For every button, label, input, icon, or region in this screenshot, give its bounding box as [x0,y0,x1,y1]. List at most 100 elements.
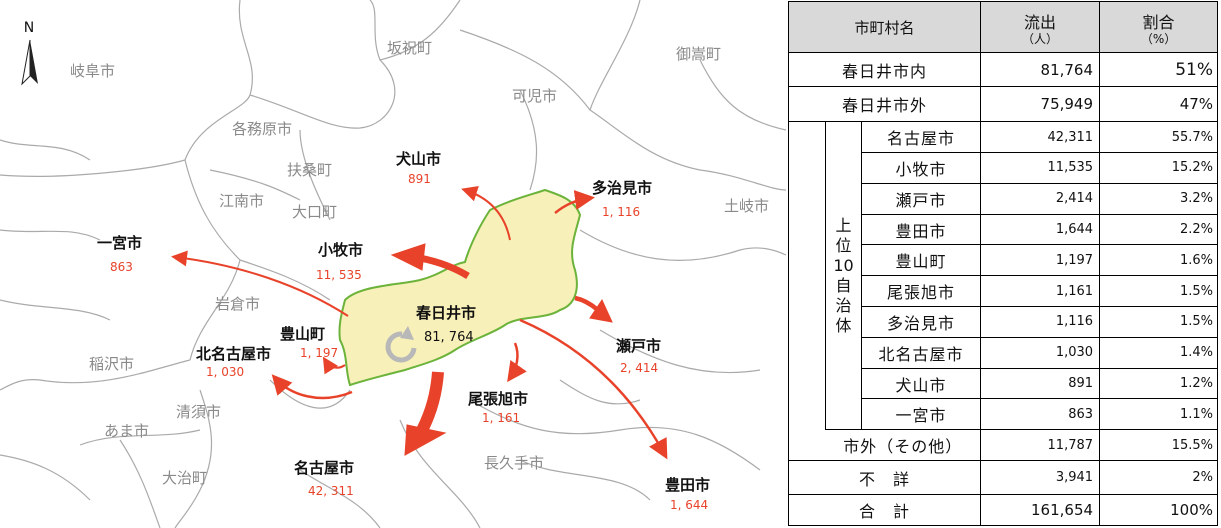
top10-name: 名古屋市 [860,121,982,153]
row-inside-name: 春日井市内 [787,52,982,88]
top10-name: 豊田市 [860,213,982,246]
row-inside-pct: 51% [1099,52,1219,88]
top10-value: 11,535 [980,151,1101,184]
dest-name-nagoya: 名古屋市 [294,459,354,477]
top10-pct: 1.1% [1099,398,1219,431]
label-ama: あま市 [104,422,149,440]
top10-name: 小牧市 [860,151,982,184]
dest-value-inuyama: 891 [408,172,431,186]
header-ratio: 割合 （%） [1099,0,1219,54]
label-kani: 可児市 [512,87,557,105]
table-row: 犬山市 891 1.2% [789,367,1219,400]
label-gifu: 岐阜市 [70,62,115,80]
top10-value: 863 [980,398,1101,431]
top10-label-char: 自 [835,275,852,295]
header-outflow: 流出 （人） [980,0,1101,54]
top10-name: 多治見市 [860,306,982,338]
top10-name: 北名古屋市 [860,336,982,369]
table-row-total: 合 計 161,654 100% [787,494,1219,526]
label-iwakura: 岩倉市 [215,295,260,313]
dest-value-nagoya: 42, 311 [308,484,354,498]
dest-name-seto: 瀬戸市 [616,337,661,355]
dest-name-toyota: 豊田市 [665,476,710,494]
top10-label-char: 体 [835,315,852,335]
dest-name-inuyama: 犬山市 [396,150,441,168]
top10-pct: 1.2% [1099,367,1219,400]
top10-value: 1,197 [980,244,1101,277]
map-canvas: N 岐阜市 各務原市 坂祝町 可児市 御嵩町 扶桑町 江南市 大口町 土岐市 岩… [0,0,786,528]
dest-name-komaki: 小牧市 [318,241,363,259]
table-row-unknown: 不 詳 3,941 2% [787,460,1219,495]
top10-name: 犬山市 [860,367,982,400]
table-row: 小牧市 11,535 15.2% [789,151,1219,184]
row-unknown-pct: 2% [1099,460,1219,495]
table-row-outside: 春日井市外 75,949 47% [787,86,1219,123]
dest-value-tajimi: 1, 116 [602,205,640,219]
label-inazawa: 稲沢市 [89,355,134,373]
dest-name-kitanagoya: 北名古屋市 [196,345,271,363]
top10-pct: 1.6% [1099,244,1219,277]
top10-pct: 3.2% [1099,182,1219,215]
top10-label-char: 治 [835,295,852,315]
dest-value-kitanagoya: 1, 030 [206,365,244,379]
north-label: N [24,20,34,36]
label-kiyosu: 清須市 [176,403,221,421]
label-toki: 土岐市 [724,197,769,215]
dest-name-tajimi: 多治見市 [592,179,652,197]
dest-value-owariasahi: 1, 161 [482,411,520,425]
top10-label-char: 位 [835,235,852,255]
label-sakahogi: 坂祝町 [387,39,432,57]
table-row: 上 位 10 自 治 体 名古屋市 42,311 55.7% [788,121,1219,462]
top10-value: 891 [980,367,1101,400]
flow-map: N 岐阜市 各務原市 坂祝町 可児市 御嵩町 扶桑町 江南市 大口町 土岐市 岩… [0,0,786,528]
table-row: 豊田市 1,644 2.2% [789,213,1219,246]
municipal-boundaries [0,0,786,528]
destination-labels: 犬山市 891 多治見市 1, 116 一宮市 863 小牧市 11, 535 … [97,150,710,512]
top10-pct: 1.5% [1099,275,1219,308]
top10-name: 瀬戸市 [860,182,982,215]
row-outside-value: 75,949 [980,86,1101,123]
row-unknown-name: 不 詳 [787,460,982,495]
outflow-table: 市町村名 流出 （人） 割合 （%） 春日井市内 81,764 51% 春日井市… [787,0,1219,526]
label-nagakute: 長久手市 [484,454,544,472]
dest-name-owariasahi: 尾張旭市 [468,390,528,408]
header-ratio-unit: （%） [1140,32,1177,47]
internal-flow-icon [385,326,417,363]
origin-label: 春日井市 81, 764 [416,304,476,345]
header-outflow-unit: （人） [1022,32,1059,47]
row-unknown-value: 3,941 [980,460,1101,495]
top10-value: 1,030 [980,336,1101,369]
label-fuso: 扶桑町 [287,161,332,179]
table-row-inside: 春日井市内 81,764 51% [787,52,1219,88]
row-others-pct: 15.5% [1099,429,1219,462]
top10-pct: 15.2% [1099,151,1219,184]
row-inside-value: 81,764 [980,52,1101,88]
top10-name: 豊山町 [860,244,982,277]
table-row: 一宮市 863 1.1% [789,398,1219,431]
row-outside-name: 春日井市外 [787,86,982,123]
top10-pct: 1.4% [1099,336,1219,369]
table-header-row: 市町村名 流出 （人） 割合 （%） [787,0,1219,54]
label-oharu: 大治町 [162,469,207,487]
origin-value: 81, 764 [424,330,474,345]
row-total-pct: 100% [1099,494,1219,526]
dest-value-toyota: 1, 644 [670,498,708,512]
dest-value-ichinomiya: 863 [110,260,133,274]
flow-arrows [171,186,668,460]
label-konan: 江南市 [219,192,264,210]
top10-value: 1,116 [980,306,1101,338]
header-name: 市町村名 [787,0,982,54]
table-row-others: 市外（その他） 11,787 15.5% [789,429,1219,462]
origin-name: 春日井市 [416,304,476,322]
row-total-value: 161,654 [980,494,1101,526]
top10-label-char: 10 [833,255,854,275]
top10-value: 1,161 [980,275,1101,308]
north-arrow-icon: N [21,20,38,86]
row-total-name: 合 計 [787,494,982,526]
label-mitake: 御嵩町 [676,45,721,63]
top10-value: 1,644 [980,213,1101,246]
top10-pct: 55.7% [1099,121,1219,153]
header-outflow-label: 流出 [1024,13,1057,33]
row-others-value: 11,787 [980,429,1101,462]
dest-name-toyoyama: 豊山町 [280,325,325,343]
